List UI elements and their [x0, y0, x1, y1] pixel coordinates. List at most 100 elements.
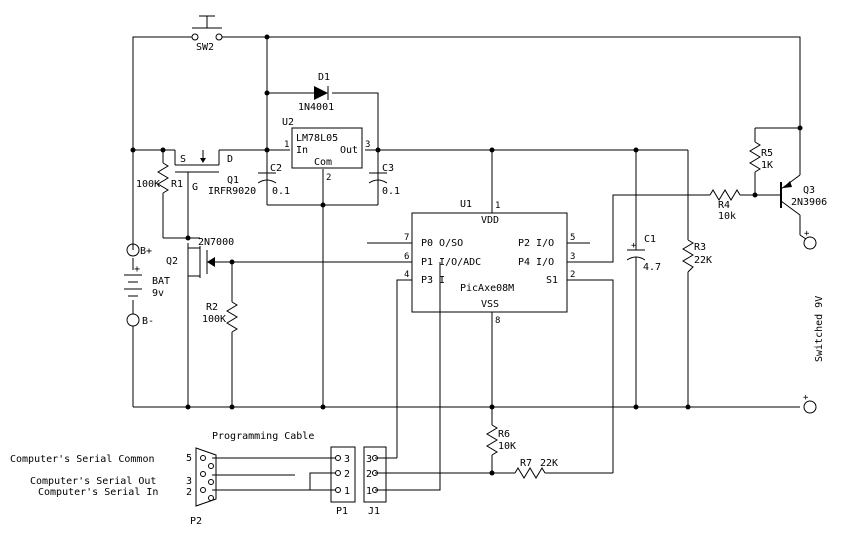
j1-pin-3: 3 [366, 454, 372, 465]
switched-label: Switched 9V [814, 296, 825, 362]
q1-g: G [192, 182, 198, 193]
out-plus-mark: + [804, 229, 810, 239]
header-j1 [363, 446, 387, 503]
p1-pin-1: 1 [344, 486, 350, 497]
j1-pin-2: 2 [366, 469, 372, 480]
u1-p3: P3 I [421, 275, 445, 286]
r6-value: 10K [498, 441, 516, 452]
u1-pin-p2: 5 [570, 233, 575, 243]
q3-part: 2N3906 [791, 197, 827, 208]
p1-pin-2: 2 [344, 469, 350, 480]
u1-pin-vss: 8 [495, 316, 500, 326]
u1-vdd: VDD [481, 215, 499, 226]
r4-value: 10k [718, 211, 736, 222]
resistor-r2 [226, 301, 238, 333]
out-minus-mark: + [803, 393, 809, 403]
j1-pin-1: 1 [366, 486, 372, 497]
c2-value: 0.1 [272, 186, 290, 197]
sw2-label: SW2 [196, 42, 214, 53]
r2-label: R2 [206, 302, 218, 313]
resistor-r3 [682, 239, 694, 273]
r1-value: 100K [136, 179, 160, 190]
c3-value: 0.1 [382, 186, 400, 197]
r5-label: R5 [761, 148, 773, 159]
q2-label: Q2 [166, 256, 178, 267]
battery-plus: + [134, 264, 140, 275]
j1-label: J1 [368, 506, 380, 517]
q3-label: Q3 [803, 185, 815, 196]
resistor-r1 [157, 162, 169, 194]
q2-part: 2N7000 [198, 237, 234, 248]
u1-pin-vdd: 1 [495, 201, 500, 211]
u2-out: Out [340, 145, 358, 156]
r7-value: 22K [540, 458, 558, 469]
c1-plus: + [631, 241, 637, 251]
u2-com: Com [314, 157, 332, 168]
u2-ref: U2 [282, 117, 294, 128]
resistor-r6 [486, 424, 498, 456]
db9-connector-p2 [195, 447, 217, 507]
resistor-r7 [514, 467, 546, 479]
b-plus-label: B+ [140, 246, 152, 257]
db9-pin-2: 2 [186, 487, 192, 498]
output-terminals [799, 234, 817, 414]
q1-s: S [180, 154, 186, 165]
u1-p0: P0 O/SO [421, 238, 463, 249]
u1-pin-p0: 7 [404, 233, 409, 243]
u1-part: PicAxe08M [460, 283, 514, 294]
q1-part: IRFR9020 [208, 186, 256, 197]
u1-ref: U1 [460, 199, 472, 210]
q1-label: Q1 [227, 175, 239, 186]
u1-vss: VSS [481, 299, 499, 310]
db9-pin-5: 5 [186, 453, 192, 464]
u1-pin-p4: 3 [570, 252, 575, 262]
transistor-q3 [765, 174, 801, 216]
q1-d: D [227, 154, 233, 165]
r5-value: 1K [761, 160, 773, 171]
serial-common-label: Computer's Serial Common [10, 454, 155, 465]
capacitor-c1 [626, 240, 646, 262]
r4-label: R4 [718, 200, 730, 211]
resistor-r5 [749, 141, 761, 173]
u1-s1: S1 [546, 275, 558, 286]
u2-pin3: 3 [365, 140, 370, 150]
b-minus-label: B- [142, 316, 154, 327]
u1-pin-p3: 4 [404, 270, 409, 280]
battery-voltage: 9v [152, 288, 164, 299]
d1-label: D1 [318, 72, 330, 83]
u2-pin2: 2 [326, 173, 331, 183]
capacitor-c3 [368, 172, 388, 184]
u1-pin-p1: 6 [404, 252, 409, 262]
r6-label: R6 [498, 429, 510, 440]
battery-label: BAT [152, 276, 170, 287]
c1-value: 4.7 [643, 262, 661, 273]
serial-out-label: Computer's Serial Out [30, 476, 156, 487]
regulator-u2: U2 LM78L05 In Out Com 1 3 2 [282, 117, 370, 183]
capacitor-c2 [257, 172, 277, 184]
p1-label: P1 [336, 506, 348, 517]
d1-part: 1N4001 [298, 102, 334, 113]
serial-in-label: Computer's Serial In [38, 487, 158, 498]
u1-p2: P2 I/O [518, 238, 554, 249]
u1-p4: P4 I/O [518, 257, 554, 268]
transistor-q2 [188, 246, 232, 278]
mosfet-q1 [175, 150, 219, 178]
c2-label: C2 [270, 163, 282, 174]
u1-p1: P1 I/O/ADC [421, 257, 481, 268]
p1-pin-3: 3 [344, 454, 350, 465]
switch-sw2 [191, 15, 223, 41]
header-p1 [330, 446, 356, 503]
r3-label: R3 [694, 242, 706, 253]
cable-title: Programming Cable [212, 431, 314, 442]
r7-label: R7 [520, 458, 532, 469]
u2-pin1: 1 [284, 140, 289, 150]
mcu-u1: U1 VDD P0 O/SO P1 I/O/ADC P3 I P2 I/O P4… [404, 199, 575, 326]
c1-label: C1 [644, 234, 656, 245]
r3-value: 22K [694, 255, 712, 266]
r2-value: 100K [202, 314, 226, 325]
u2-part: LM78L05 [296, 133, 338, 144]
c3-label: C3 [382, 163, 394, 174]
u2-in: In [296, 145, 308, 156]
